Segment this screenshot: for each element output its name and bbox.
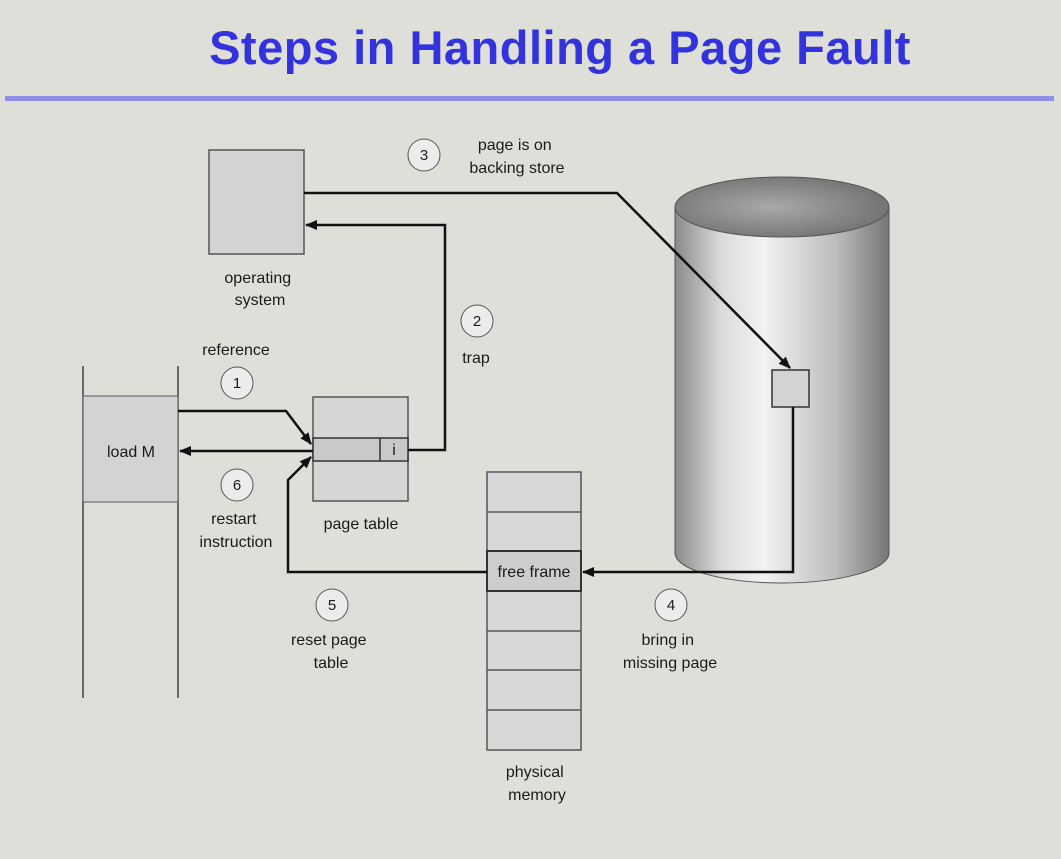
page-table-label: page table [324,516,399,533]
step-5-marker: 5 [315,588,349,622]
step-2-marker: 2 [460,304,494,338]
free-frame-slot [486,550,582,592]
step-1-marker: 1 [220,366,254,400]
step1-reference-arrow [178,409,312,445]
step-2-label: trap [462,350,490,367]
physical-memory-stack [486,471,582,751]
title-divider [5,96,1054,101]
step5-reset-page-table-arrow [286,456,487,574]
step-6-label: restart instruction [200,511,273,551]
svg-text:6: 6 [233,477,241,494]
step2-trap-arrow [305,220,447,452]
instruction-box [82,395,179,503]
step-1-label: reference [202,342,270,359]
slide-title: Steps in Handling a Page Fault [209,21,911,74]
svg-text:4: 4 [667,597,675,614]
free-frame-label: free frame [498,564,571,581]
svg-text:2: 2 [473,313,481,330]
step3-backing-store-arrow [304,191,791,369]
missing-page-block [771,369,810,408]
step-3-label: page is on backing store [469,137,564,177]
svg-text:1: 1 [233,375,241,392]
step-4-label: bring in missing page [623,632,717,672]
instruction-label: load M [107,444,155,461]
invalid-bit-label: i [392,442,396,459]
step4-bring-in-page-arrow [582,407,795,577]
operating-system-box [208,149,305,255]
step-5-label: reset page table [291,632,371,672]
step-3-marker: 3 [407,138,441,172]
svg-text:3: 3 [420,147,428,164]
svg-text:5: 5 [328,597,336,614]
operating-system-label: operating system [224,270,295,309]
step-6-marker: 6 [220,468,254,502]
physical-memory-label: physical memory [506,764,568,804]
step-4-marker: 4 [654,588,688,622]
